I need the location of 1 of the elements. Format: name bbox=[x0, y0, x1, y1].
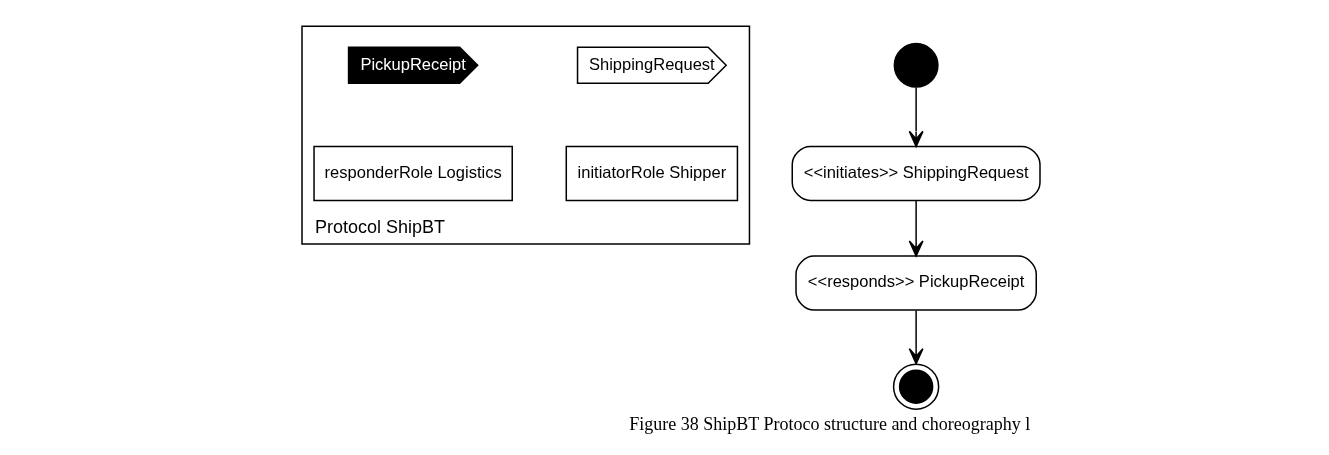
caption: Figure 38 ShipBT Protoco structure and choreography l bbox=[628, 413, 1030, 434]
